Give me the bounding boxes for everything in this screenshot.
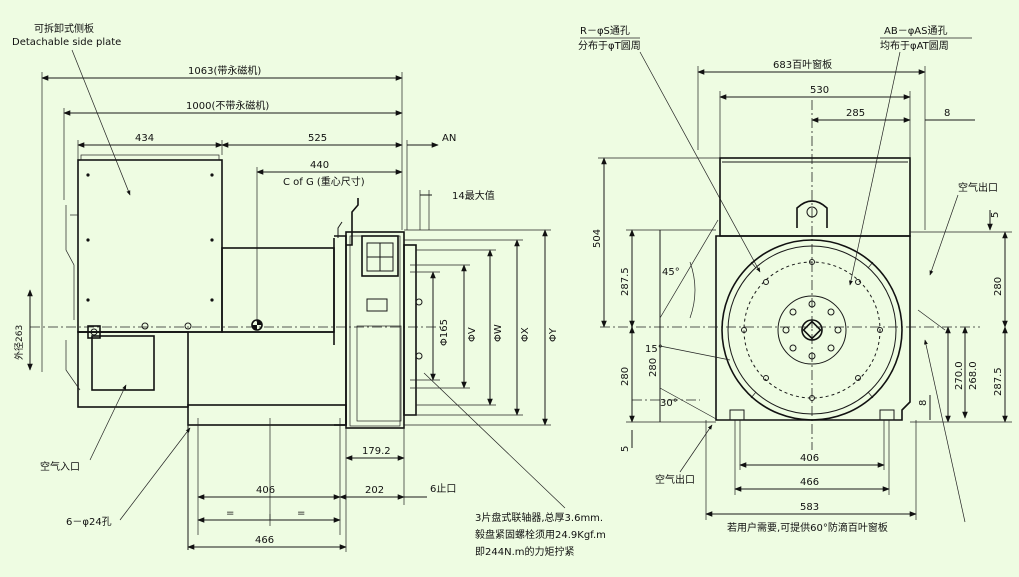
label-583: 583 bbox=[800, 502, 819, 513]
label-phiy: ΦY bbox=[548, 327, 559, 342]
label-phi165: Φ165 bbox=[439, 319, 450, 346]
label-cog: C of G (重心尺寸) bbox=[283, 175, 365, 188]
housing-outer-ring bbox=[721, 239, 903, 421]
label-406-right: 406 bbox=[800, 453, 819, 464]
label-an: AN bbox=[442, 133, 456, 144]
coupling-flange bbox=[403, 244, 417, 416]
label-683: 683百叶窗板 bbox=[773, 58, 832, 71]
top-louver-box bbox=[719, 157, 911, 237]
ab-holes-label-2: 均布于φAT圆周 bbox=[880, 40, 949, 52]
label-280a: 280 bbox=[648, 358, 659, 377]
louver-note: 若用户需要,可提供60°防滴百叶窗板 bbox=[727, 521, 888, 534]
exciter-bracket bbox=[345, 231, 405, 429]
label-270: 270.0 bbox=[954, 361, 965, 390]
label-5a: 5 bbox=[990, 212, 1001, 218]
base-skirt bbox=[187, 404, 347, 426]
label-530: 530 bbox=[810, 85, 829, 96]
label-phix: ΦX bbox=[520, 327, 531, 342]
label-202: 202 bbox=[365, 485, 384, 496]
side-view: 可拆卸式侧板 Detachable side plate 1063(带永磁机) … bbox=[12, 22, 606, 558]
label-525: 525 bbox=[308, 133, 327, 144]
label-eq1: = bbox=[226, 508, 234, 519]
air-inlet-grill bbox=[91, 335, 155, 391]
lifting-eye bbox=[796, 200, 828, 228]
label-2875b: 287.5 bbox=[993, 367, 1004, 396]
detachable-plate-cn: 可拆卸式侧板 bbox=[34, 22, 94, 35]
label-434: 434 bbox=[135, 133, 154, 144]
label-1000: 1000(不带永磁机) bbox=[186, 99, 269, 112]
hole-pitch-circle bbox=[743, 261, 881, 399]
r-holes-label-1: R－φS通孔 bbox=[580, 25, 630, 37]
ab-holes-label-1: AB－φAS通孔 bbox=[884, 25, 948, 37]
label-8b: 8 bbox=[918, 400, 929, 406]
end-view: R－φS通孔 分布于φT圆周 AB－φAS通孔 均布于φAT圆周 683百叶窗板… bbox=[578, 25, 1012, 534]
label-8a: 8 bbox=[944, 108, 950, 119]
label-1063: 1063(带永磁机) bbox=[188, 64, 261, 77]
air-inlet-label: 空气入口 bbox=[40, 460, 80, 473]
label-angle-45: 45° bbox=[662, 267, 680, 278]
air-outlet-bottom-label: 空气出口 bbox=[655, 473, 695, 486]
label-263: 外径263 bbox=[13, 325, 25, 360]
mounting-holes-label: 6－φ24孔 bbox=[66, 516, 112, 528]
end-housing bbox=[715, 235, 911, 421]
label-phiw: ΦW bbox=[493, 324, 504, 342]
label-466: 466 bbox=[255, 535, 274, 546]
label-6-stop: 6止口 bbox=[430, 483, 456, 495]
terminal-box bbox=[77, 159, 223, 333]
label-280b: 280 bbox=[620, 367, 631, 386]
coupling-note-2: 毅盘紧固螺栓须用24.9Kgf.m bbox=[475, 528, 606, 541]
label-285: 285 bbox=[846, 108, 865, 119]
label-phiv: ΦV bbox=[467, 327, 478, 342]
label-504: 504 bbox=[592, 229, 603, 248]
shaft-bore bbox=[777, 295, 847, 365]
label-440: 440 bbox=[310, 160, 329, 171]
label-angle-15: 15° bbox=[645, 344, 663, 355]
label-280-right: 280 bbox=[993, 277, 1004, 296]
label-179: 179.2 bbox=[362, 446, 391, 457]
main-frame bbox=[221, 247, 335, 333]
coupling-note-1: 3片盘式联轴器,总厚3.6mm. bbox=[475, 511, 603, 524]
label-406: 406 bbox=[256, 485, 275, 496]
label-466-right: 466 bbox=[800, 477, 819, 488]
coupling-note-3: 即244N.m的力矩拧紧 bbox=[475, 545, 575, 558]
r-holes-label-2: 分布于φT圆周 bbox=[578, 40, 641, 52]
label-angle-30: 30° bbox=[660, 398, 678, 409]
label-eq2: = bbox=[297, 508, 305, 519]
air-outlet-top-label: 空气出口 bbox=[958, 181, 998, 194]
label-14-max: 14最大值 bbox=[452, 189, 495, 202]
label-268: 268.0 bbox=[968, 361, 979, 390]
label-2875a: 287.5 bbox=[620, 267, 631, 296]
label-5b: 5 bbox=[620, 446, 631, 452]
detachable-plate-en: Detachable side plate bbox=[12, 37, 121, 48]
